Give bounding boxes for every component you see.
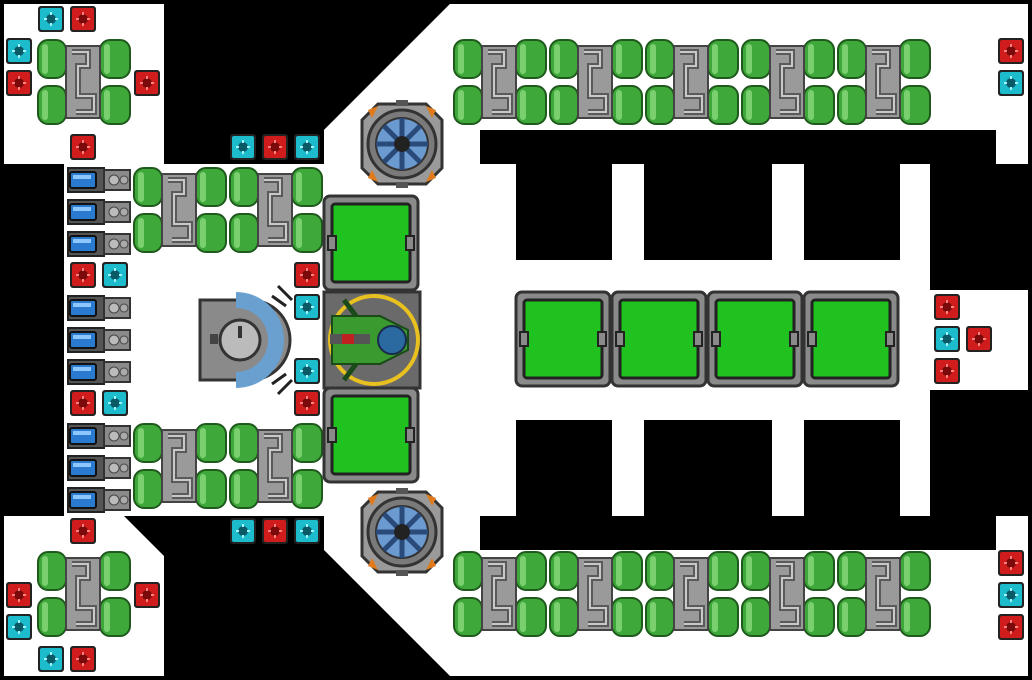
reactor-upper[interactable]: [362, 100, 442, 188]
cargo-block-row[interactable]: [514, 290, 900, 388]
cargo-block-upper[interactable]: [322, 194, 420, 292]
thruster-bank[interactable]: [67, 167, 131, 513]
cargo-bay-openings: [400, 164, 996, 516]
cockpit[interactable]: [322, 290, 422, 390]
cargo-block-lower[interactable]: [322, 386, 420, 484]
turret[interactable]: [198, 284, 294, 396]
reactor-lower[interactable]: [362, 488, 442, 576]
